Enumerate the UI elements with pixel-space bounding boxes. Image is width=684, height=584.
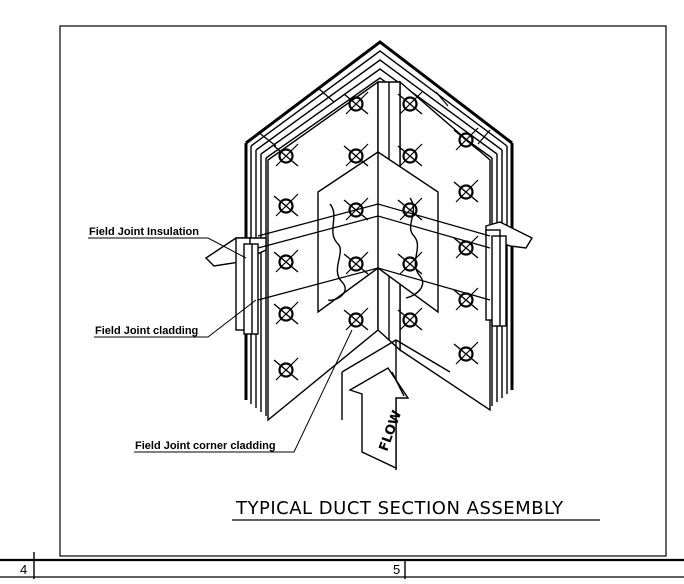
callout-field-joint-cladding: Field Joint cladding bbox=[95, 325, 198, 337]
field-joint-band bbox=[257, 203, 491, 301]
title-block-left-number: 4 bbox=[20, 562, 27, 577]
title-block: 4 5 bbox=[0, 552, 684, 579]
drawing-frame bbox=[59, 25, 667, 557]
drawing-title: TYPICAL DUCT SECTION ASSEMBLY bbox=[235, 498, 564, 519]
bolt-pattern bbox=[273, 91, 479, 381]
callout-field-joint-corner-cladding: Field Joint corner cladding bbox=[135, 440, 276, 452]
right-field-joint-flange bbox=[485, 221, 533, 327]
title-block-center-number: 5 bbox=[393, 562, 400, 577]
callout-leaders bbox=[88, 237, 353, 453]
flow-arrow bbox=[348, 367, 410, 470]
callout-field-joint-insulation: Field Joint Insulation bbox=[89, 226, 199, 238]
left-field-joint-flange bbox=[204, 237, 267, 335]
